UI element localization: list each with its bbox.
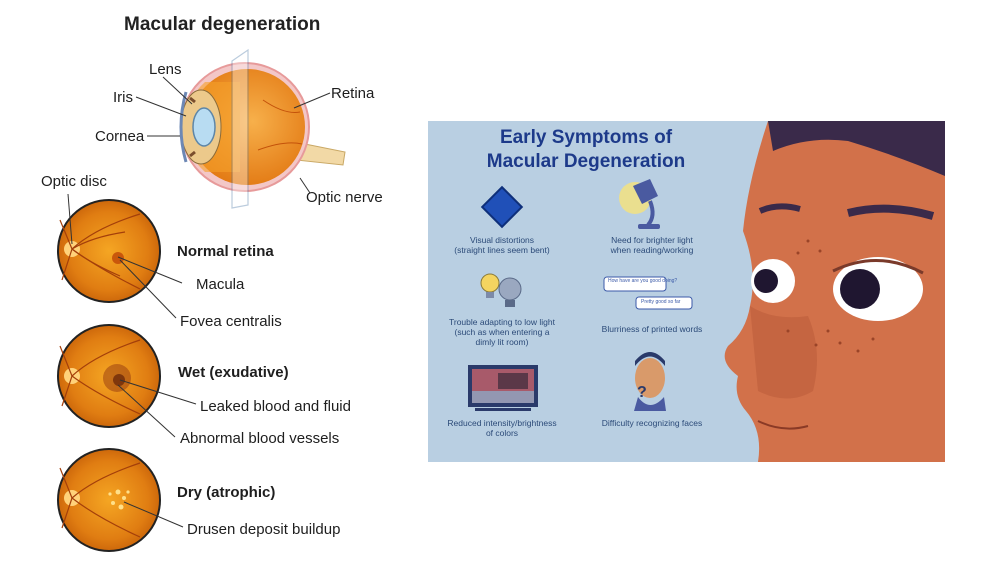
face-illustration xyxy=(724,121,945,462)
diamond-icon xyxy=(480,185,524,229)
label-macula: Macula xyxy=(196,276,245,293)
symptom-3-caption: Trouble adapting to low light (such as w… xyxy=(448,317,555,347)
eye-anatomy-illustration xyxy=(57,48,346,552)
label-optic-nerve: Optic nerve xyxy=(306,189,383,206)
infographic-title-line1: Early Symptoms of xyxy=(499,127,673,148)
monitor-icon xyxy=(468,365,538,411)
normal-retina-title: Normal retina xyxy=(177,243,274,260)
wet-retina-image xyxy=(57,324,161,428)
normal-retina-image xyxy=(57,199,161,303)
symptom-2-caption: Need for brighter light when reading/wor… xyxy=(610,235,694,255)
wet-retina-title: Wet (exudative) xyxy=(178,364,289,381)
infographic-artwork xyxy=(468,121,945,462)
infographic-title-line2: Macular Degeneration xyxy=(486,151,686,172)
label-retina: Retina xyxy=(331,85,375,102)
label-leaked-blood: Leaked blood and fluid xyxy=(200,398,351,415)
eye-cross-section xyxy=(179,48,346,209)
face-question-icon xyxy=(634,352,666,411)
label-abnormal-vessels: Abnormal blood vessels xyxy=(180,430,340,447)
infographic-title: Early Symptoms of Macular Degeneration xyxy=(456,126,716,174)
label-fovea-centralis: Fovea centralis xyxy=(180,313,282,330)
label-drusen: Drusen deposit buildup xyxy=(187,521,341,538)
symptoms-infographic: Early Symptoms of Macular Degeneration ?… xyxy=(428,121,945,462)
label-cornea: Cornea xyxy=(95,128,145,145)
question-mark-glyph: ? xyxy=(637,384,647,401)
symptom-4-caption: Blurriness of printed words xyxy=(601,324,703,334)
symptom-5-caption: Reduced intensity/brightness of colors xyxy=(447,418,557,438)
dry-retina-image xyxy=(57,448,161,552)
diagram-title: Macular degeneration xyxy=(124,14,321,35)
label-optic-disc: Optic disc xyxy=(41,173,107,190)
symptom-1-caption: Visual distortions (straight lines seem … xyxy=(454,235,550,255)
chat-bubble-1: How have are you good doing? xyxy=(608,278,678,284)
lamp-icon xyxy=(619,179,660,229)
chat-bubbles-icon xyxy=(603,276,693,310)
dry-retina-title: Dry (atrophic) xyxy=(177,484,276,501)
symptom-6-caption: Difficulty recognizing faces xyxy=(601,418,703,428)
label-iris: Iris xyxy=(113,89,133,106)
chat-bubble-2: Pretty good so far xyxy=(641,299,681,305)
label-lens: Lens xyxy=(149,61,182,78)
lightbulbs-icon xyxy=(480,273,522,307)
